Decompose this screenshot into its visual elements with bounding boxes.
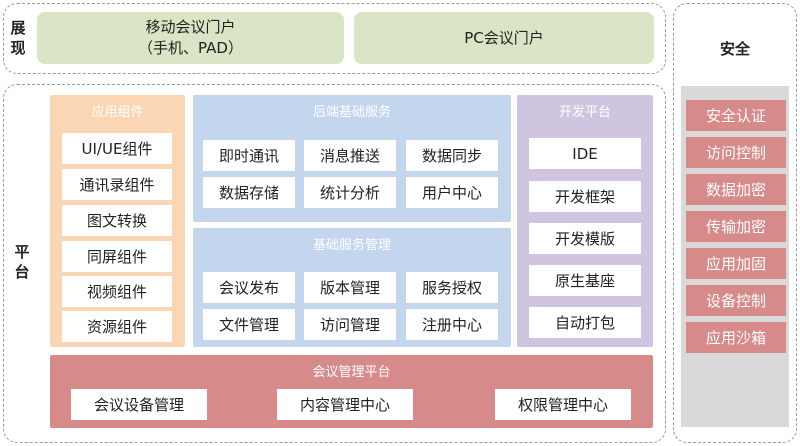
security-item: 传输加密	[686, 211, 786, 242]
security-item: 应用加固	[686, 248, 786, 279]
service-management-item: 会议发布	[203, 272, 295, 303]
service-management-item: 访问管理	[304, 309, 396, 340]
meeting-platform-item: 内容管理中心	[277, 389, 413, 420]
service-management-item: 版本管理	[304, 272, 396, 303]
app-component-item: 图文转换	[62, 205, 172, 236]
pc-portal-box: PC会议门户	[354, 12, 654, 64]
dev-platform-item: 原生基座	[529, 265, 641, 296]
app-components-title: 应用组件	[91, 105, 144, 120]
meeting-platform-title: 会议管理平台	[312, 365, 391, 380]
security-title: 安全	[719, 40, 750, 58]
security-item: 数据加密	[686, 174, 786, 205]
security-item: 设备控制	[686, 285, 786, 316]
pc-portal-label: PC会议门户	[464, 28, 544, 47]
app-component-item: 资源组件	[62, 311, 172, 342]
service-management-item: 注册中心	[406, 309, 498, 340]
backend-service-item: 即时通讯	[203, 140, 295, 171]
app-component-item: 同屏组件	[62, 241, 172, 272]
service-management-item: 文件管理	[203, 309, 295, 340]
app-component-item: UI/UE组件	[62, 133, 172, 164]
dev-platform-item: IDE	[529, 138, 641, 169]
app-component-item: 视频组件	[62, 276, 172, 307]
app-component-item: 通讯录组件	[62, 169, 172, 200]
display-layer-label: 展 现	[10, 19, 26, 57]
backend-service-item: 数据同步	[406, 140, 498, 171]
backend-service-item: 数据存储	[203, 177, 295, 208]
service-management-title: 基础服务管理	[312, 238, 391, 253]
dev-platform-item: 开发模版	[529, 223, 641, 254]
dev-platform-item: 自动打包	[529, 307, 641, 338]
meeting-platform-item: 会议设备管理	[71, 389, 207, 420]
backend-service-item: 用户中心	[406, 177, 498, 208]
backend-service-item: 统计分析	[304, 177, 396, 208]
meeting-platform-item: 权限管理中心	[495, 389, 631, 420]
security-item: 应用沙箱	[686, 322, 786, 353]
dev-platform-panel: 开发平台	[517, 95, 653, 347]
dev-platform-item: 开发框架	[529, 181, 641, 212]
mobile-portal-label: 移动会议门户 （手机、PAD）	[138, 18, 243, 57]
backend-services-title: 后端基础服务	[312, 105, 391, 120]
platform-layer-label: 平 台	[14, 243, 30, 281]
mobile-portal-box: 移动会议门户 （手机、PAD）	[37, 12, 344, 64]
security-item: 安全认证	[686, 100, 786, 131]
backend-service-item: 消息推送	[304, 140, 396, 171]
service-management-item: 服务授权	[406, 272, 498, 303]
dev-platform-title: 开发平台	[558, 105, 611, 120]
security-item: 访问控制	[686, 137, 786, 168]
